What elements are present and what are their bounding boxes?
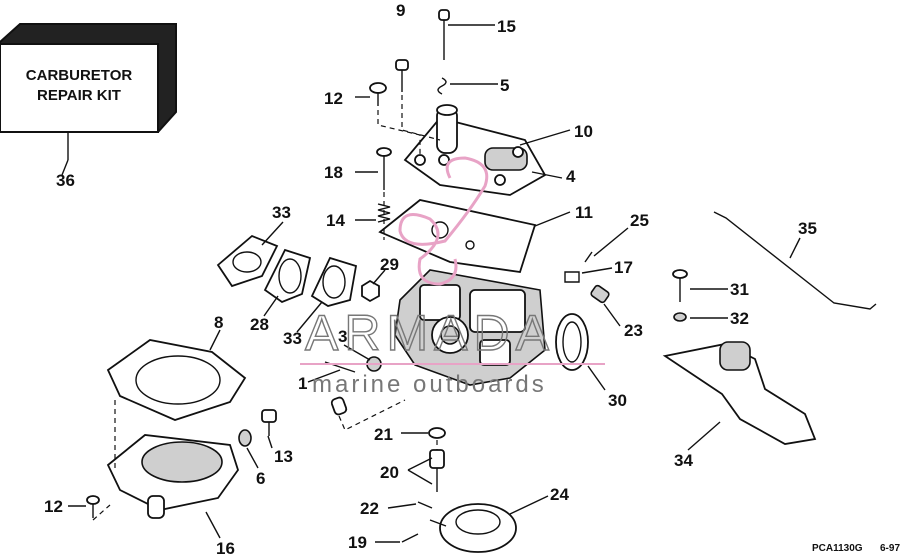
callout-28: 28 [250,315,269,334]
link-rod [713,211,877,310]
callout-15: 15 [497,17,516,36]
intake-gaskets [216,234,358,307]
carburetor-body [394,269,546,386]
mounting-gasket [106,339,247,421]
callout-8: 8 [214,313,223,332]
callout-labels: 9 15 12 5 10 36 18 4 33 14 11 25 35 29 1… [44,1,817,555]
figure-reference: PCA1130G 6-97 [812,543,900,554]
callout-21: 21 [374,425,393,444]
callout-12-top: 12 [324,89,343,108]
callout-6: 6 [256,469,265,488]
callout-33-lower: 33 [283,329,302,348]
repair-kit-box: CARBURETOR REPAIR KIT [0,23,177,160]
callout-12-bottom: 12 [44,497,63,516]
callout-30: 30 [608,391,627,410]
callout-17: 17 [614,258,633,277]
small-parts [86,9,688,543]
callout-32: 32 [730,309,749,328]
callout-36: 36 [56,171,75,190]
callout-25: 25 [630,211,649,230]
watermark-brand: ARMADA [305,305,555,361]
callout-19: 19 [348,533,367,552]
figure-code: PCA1130G [812,543,863,554]
callout-1: 1 [298,374,307,393]
callout-24: 24 [550,485,569,504]
callout-11: 11 [575,203,593,222]
callout-13: 13 [274,447,293,466]
callout-14: 14 [326,211,345,230]
figure-date: 6-97 [880,543,900,554]
callout-34: 34 [674,451,693,470]
leader-lines [61,24,801,543]
callout-33-upper: 33 [272,203,291,222]
kit-label-line1: CARBURETOR [26,67,133,84]
float-bowl [106,434,239,519]
float-bowl-cover [403,104,547,196]
watermark: ARMADA marine outboards [300,156,605,398]
kit-label-line2: REPAIR KIT [37,87,121,104]
callout-16: 16 [216,539,235,555]
callout-10: 10 [574,122,593,141]
callout-23: 23 [624,321,643,340]
watermark-logo [398,156,489,286]
intake-elbow [662,341,817,445]
callout-5: 5 [500,76,509,95]
callout-3: 3 [338,327,347,346]
callout-31: 31 [730,280,749,299]
callout-4: 4 [566,167,576,186]
cover-gasket [378,199,537,273]
callout-18: 18 [324,163,343,182]
callout-22: 22 [360,499,379,518]
callout-9: 9 [396,1,405,20]
float [429,503,517,553]
watermark-tagline: marine outboards [312,371,547,398]
callout-35: 35 [798,219,817,238]
callout-29: 29 [380,255,399,274]
callout-20: 20 [380,463,399,482]
